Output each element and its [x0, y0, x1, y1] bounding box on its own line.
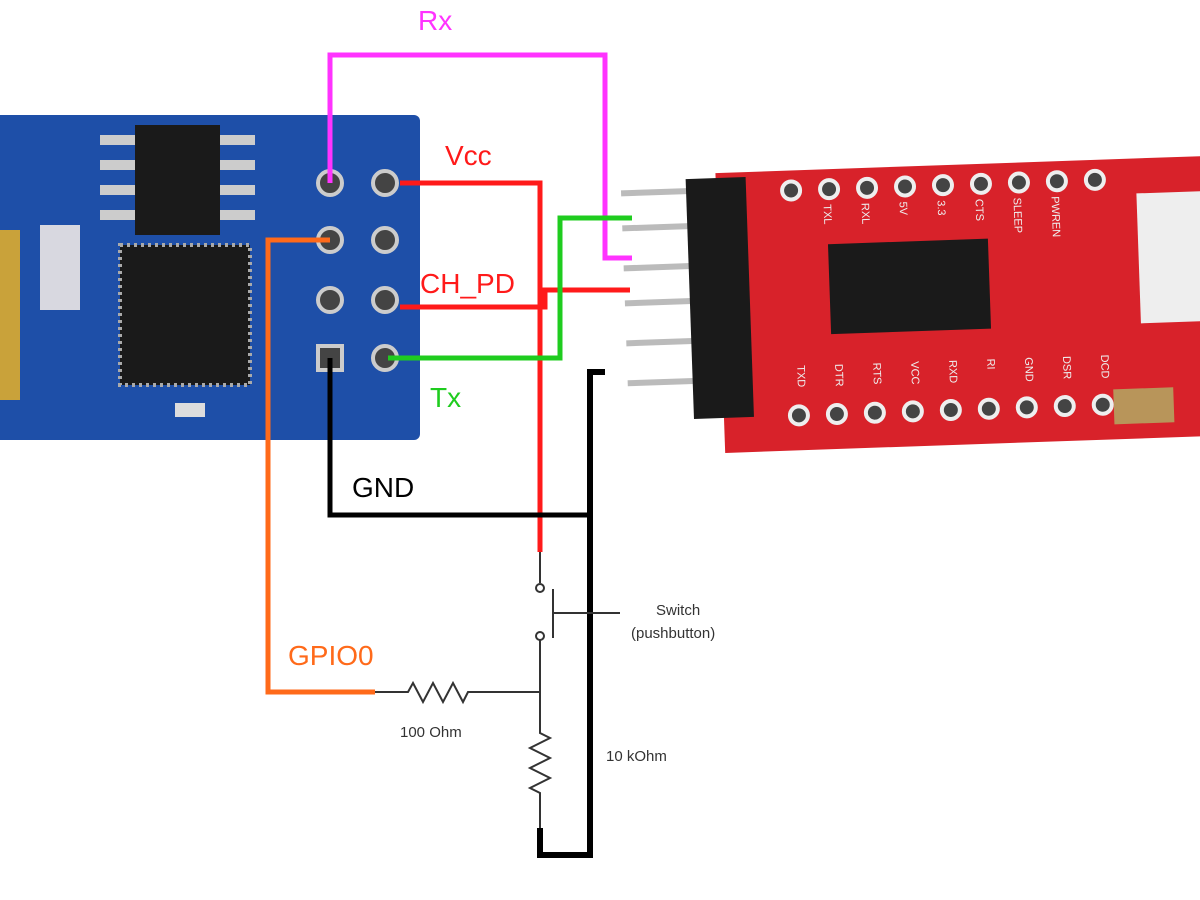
ftdi-pin-hole — [818, 178, 841, 201]
ch-pd-label: CH_PD — [420, 268, 515, 299]
ftdi-top-pin-label: PWREN — [1048, 196, 1061, 237]
gnd-label: GND — [352, 472, 414, 503]
ftdi-adapter-board: TXL RXL 5V 3.3 CTS SLEEP PWREN TXD DTR RTS VCC RXD… — [620, 156, 1200, 453]
tx-label: Tx — [430, 382, 461, 413]
ftdi-pin-hole — [1091, 393, 1114, 416]
esp8266-module — [0, 115, 420, 440]
ftdi-bottom-pin-label: RXD — [946, 360, 959, 384]
ftdi-bottom-pin-label: DCD — [1098, 354, 1111, 378]
ftdi-top-pin-label: TXL — [821, 204, 834, 225]
esp-pins — [316, 169, 399, 372]
gnd-wire — [327, 358, 590, 518]
switch-label: Switch — [656, 602, 700, 619]
ftdi-pin-hole — [1083, 168, 1106, 191]
switch-sublabel: (pushbutton) — [631, 625, 715, 642]
vcc-label: Vcc — [445, 140, 492, 171]
resistor-10-kohm — [527, 726, 553, 828]
ftdi-bottom-pin-label: VCC — [908, 361, 921, 385]
ftdi-pin-hole — [1053, 395, 1076, 418]
rx-wire — [327, 52, 632, 261]
ftdi-bottom-pin-label: RTS — [870, 362, 883, 384]
gpio0-wire — [265, 237, 375, 695]
resistor-100-ohm — [375, 680, 540, 705]
ch-pd-wire — [400, 287, 630, 310]
ftdi-pin-hole — [969, 172, 992, 195]
ftdi-bottom-pin-label: DSR — [1060, 356, 1073, 380]
ftdi-pin-hole — [780, 179, 803, 202]
ftdi-top-pin-label: SLEEP — [1010, 197, 1023, 233]
gnd-bus — [537, 369, 605, 858]
ftdi-bottom-pin-label: DTR — [832, 364, 845, 387]
ftdi-pin-hole — [939, 399, 962, 422]
rx-label: Rx — [418, 5, 452, 36]
ftdi-pin-hole — [977, 397, 1000, 420]
ftdi-pin-hole — [787, 404, 810, 427]
ftdi-top-pin-label: 3.3 — [935, 200, 948, 216]
ftdi-pin-hole — [894, 175, 917, 198]
ftdi-pin-hole — [856, 176, 879, 199]
ftdi-pin-hole — [901, 400, 924, 423]
ftdi-pin-hole — [931, 174, 954, 197]
resistor-10-kohm-label: 10 kOhm — [606, 748, 667, 765]
vcc-wire — [400, 180, 543, 552]
switch-contact — [535, 631, 545, 641]
ftdi-top-pin-label: 5V — [897, 201, 909, 216]
ftdi-pin-hole — [825, 403, 848, 426]
ftdi-pin-hole — [863, 401, 886, 424]
tx-wire — [388, 215, 632, 361]
switch-contact — [535, 583, 545, 593]
ftdi-top-pin-label: CTS — [972, 199, 985, 221]
ftdi-pin-hole — [1045, 170, 1068, 193]
resistor-100-ohm-label: 100 Ohm — [400, 724, 462, 741]
ftdi-top-pin-label: RXL — [859, 203, 872, 225]
schematic — [375, 552, 620, 828]
ftdi-bottom-pin-label: GND — [1022, 357, 1035, 382]
ftdi-bottom-pin-label: TXD — [794, 365, 807, 387]
ftdi-pin-hole — [1007, 171, 1030, 194]
ftdi-pin-hole — [1015, 396, 1038, 419]
gpio0-label: GPIO0 — [288, 640, 374, 671]
ftdi-bottom-pin-label: RI — [984, 358, 996, 369]
